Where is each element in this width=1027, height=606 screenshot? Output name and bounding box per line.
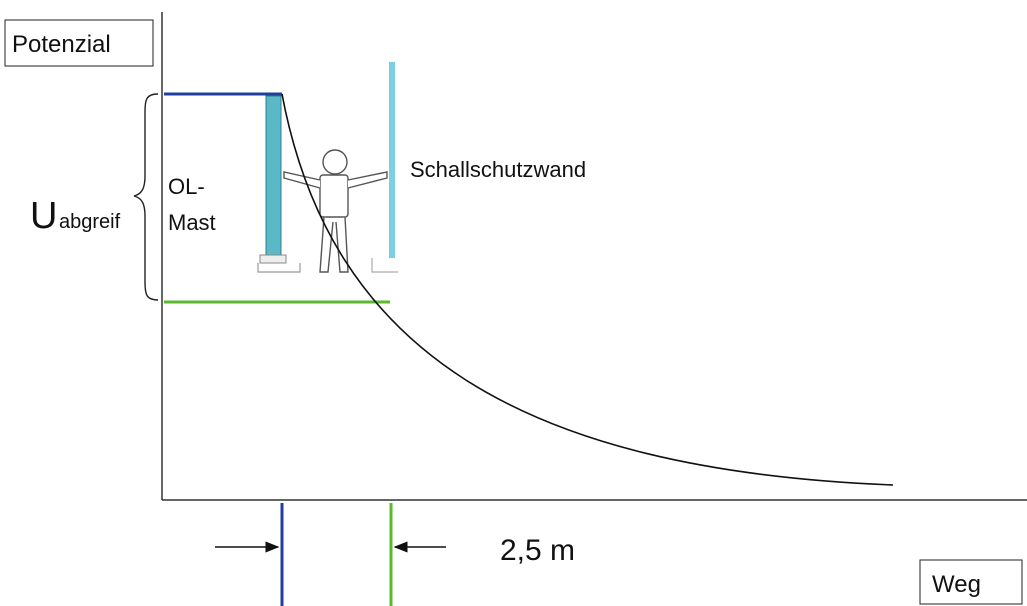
person-figure — [283, 149, 388, 273]
voltage-subscript-label: abgreif — [59, 211, 121, 233]
y-axis-label: Potenzial — [12, 31, 111, 58]
x-axis-label-box: Weg — [919, 559, 1023, 605]
mast-label-line1: OL- — [168, 174, 205, 199]
y-axis-label-box: Potenzial — [4, 19, 154, 67]
voltage-label: U abgreif — [30, 195, 121, 237]
x-axis-label: Weg — [932, 571, 981, 598]
voltage-main-label: U — [30, 195, 57, 237]
distance-label: 2,5 m — [500, 534, 575, 567]
mast-label-line2: Mast — [168, 210, 216, 235]
voltage-brace — [133, 93, 159, 301]
noise-barrier-wall — [371, 62, 398, 273]
ol-mast — [257, 95, 301, 273]
potential-curve — [281, 93, 894, 486]
mast-label: OL- Mast — [168, 174, 216, 235]
wall-label: Schallschutzwand — [410, 157, 586, 182]
